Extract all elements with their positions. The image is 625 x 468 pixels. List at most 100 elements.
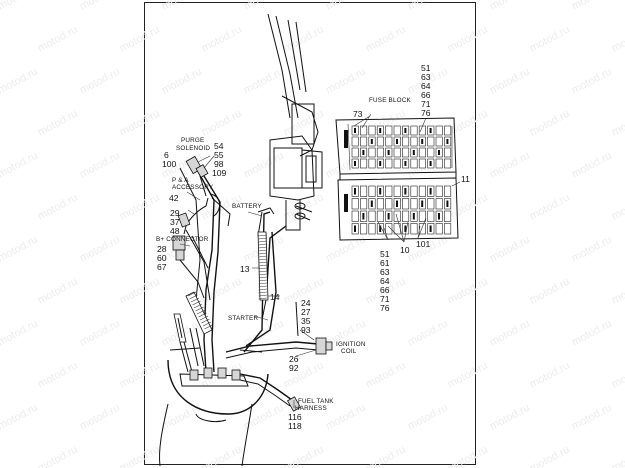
fuse-cell bbox=[402, 210, 410, 222]
convolute-rib bbox=[258, 282, 268, 285]
fuse-bottom-num-61: 61 bbox=[380, 258, 390, 268]
convolute-rib bbox=[202, 321, 212, 327]
watermark-text: motod.ru bbox=[488, 150, 532, 181]
convolute-rib bbox=[258, 261, 268, 264]
purge-num-100: 100 bbox=[162, 159, 177, 169]
convolute-rib bbox=[187, 291, 197, 297]
fuse-terminal bbox=[429, 128, 432, 133]
fuse-cell bbox=[393, 185, 401, 197]
callout-labels: PURGE SOLENOID 6 100 54 55 98 109 P & A … bbox=[156, 63, 470, 431]
fuse-cell bbox=[444, 210, 452, 222]
watermark-text: motod.ru bbox=[610, 108, 625, 139]
watermark-text: motod.ru bbox=[488, 0, 532, 13]
fuse-terminal bbox=[379, 128, 382, 133]
watermark-text: motod.ru bbox=[488, 318, 532, 349]
convolute-rib bbox=[258, 276, 268, 279]
fuse-terminal bbox=[396, 139, 398, 144]
watermark-text: motod.ru bbox=[406, 402, 450, 433]
fuse-bottom-num-64: 64 bbox=[380, 276, 390, 286]
fuel-tank-label-1: FUEL TANK bbox=[298, 398, 334, 405]
b-num-60: 60 bbox=[157, 253, 167, 263]
watermark-text: motod.ru bbox=[36, 276, 80, 307]
watermark-text: motod.ru bbox=[446, 360, 490, 391]
watermark-text: motod.ru bbox=[36, 444, 80, 468]
fuse-terminal bbox=[404, 225, 407, 232]
fuse-terminal bbox=[387, 213, 390, 220]
fuse-cell bbox=[435, 198, 443, 210]
watermark-text: motod.ru bbox=[364, 444, 408, 468]
fuse-terminal bbox=[362, 213, 365, 220]
ignition-num-92: 92 bbox=[289, 363, 299, 373]
watermark-text: motod.ru bbox=[242, 0, 286, 13]
fuse-terminal bbox=[354, 225, 356, 232]
watermark-text: motod.ru bbox=[200, 24, 244, 55]
fuse-top-num-76: 76 bbox=[421, 108, 431, 118]
fuse-top-num-63: 63 bbox=[421, 72, 431, 82]
fuse-cell bbox=[368, 185, 376, 197]
watermark-text: motod.ru bbox=[528, 24, 572, 55]
ignition-num-26: 26 bbox=[289, 354, 299, 364]
fuse-cell bbox=[376, 210, 384, 222]
watermark-text: motod.ru bbox=[118, 276, 162, 307]
watermark-text: motod.ru bbox=[118, 24, 162, 55]
convolute-rib bbox=[258, 267, 268, 270]
purge-num-55: 55 bbox=[214, 150, 224, 160]
watermark-text: motod.ru bbox=[78, 150, 122, 181]
convolute-rib bbox=[204, 324, 213, 330]
fuse-cell bbox=[435, 223, 443, 235]
fuse-bottom-num-66: 66 bbox=[380, 285, 390, 295]
watermark-text: motod.ru bbox=[610, 276, 625, 307]
convolute-rib bbox=[258, 246, 268, 249]
fuse-cell bbox=[435, 125, 443, 136]
fuse-cell bbox=[435, 158, 443, 169]
fuse-cell bbox=[368, 147, 376, 158]
convolute-rib bbox=[258, 288, 268, 291]
fuse-terminal bbox=[379, 225, 382, 232]
convolute-rib bbox=[258, 240, 268, 243]
watermark-text: motod.ru bbox=[570, 318, 614, 349]
fuse-cell bbox=[410, 158, 418, 169]
watermark-text: motod.ru bbox=[0, 234, 40, 265]
fuse-cell bbox=[418, 210, 426, 222]
convolute-rib bbox=[258, 297, 268, 300]
pa-accessory-label-1: P & A bbox=[172, 177, 189, 184]
watermark-text: motod.ru bbox=[406, 0, 450, 13]
convolute-rib bbox=[258, 285, 268, 288]
fuse-cell bbox=[418, 125, 426, 136]
fuse-block-label: FUSE BLOCK bbox=[369, 97, 411, 104]
fuse-terminal bbox=[429, 161, 432, 166]
fuse-num-10: 10 bbox=[400, 245, 410, 255]
fuse-terminal bbox=[446, 139, 449, 144]
watermark-text: motod.ru bbox=[570, 234, 614, 265]
watermark-text: motod.ru bbox=[118, 108, 162, 139]
fuse-cell bbox=[410, 136, 418, 147]
watermark-text: motod.ru bbox=[364, 360, 408, 391]
watermark-text: motod.ru bbox=[446, 192, 490, 223]
fuse-cell bbox=[351, 147, 359, 158]
watermark-text: motod.ru bbox=[364, 24, 408, 55]
fuse-terminal bbox=[412, 150, 415, 155]
watermark-text: motod.ru bbox=[0, 150, 40, 181]
watermark-text: motod.ru bbox=[446, 444, 490, 468]
fuse-cell bbox=[368, 223, 376, 235]
watermark-text: motod.ru bbox=[78, 66, 122, 97]
fuse-top-num-66: 66 bbox=[421, 90, 431, 100]
fuse-cell bbox=[435, 185, 443, 197]
fuse-cell bbox=[410, 125, 418, 136]
watermark-text: motod.ru bbox=[528, 108, 572, 139]
b-plus-connector bbox=[172, 235, 205, 299]
starter-label: STARTER bbox=[228, 315, 258, 322]
watermark-text: motod.ru bbox=[78, 402, 122, 433]
fuse-terminal bbox=[387, 150, 390, 155]
fuse-cell bbox=[351, 198, 359, 210]
fuse-cell bbox=[360, 158, 368, 169]
watermark-text: motod.ru bbox=[446, 24, 490, 55]
watermark-text: motod.ru bbox=[446, 108, 490, 139]
accessory-connector bbox=[177, 193, 220, 235]
purge-solenoid-label-2: SOLENOID bbox=[176, 145, 210, 152]
ground-leads bbox=[173, 313, 205, 373]
fuse-bottom-num-51: 51 bbox=[380, 249, 390, 259]
starter-cable bbox=[245, 231, 277, 347]
convolute-rib bbox=[198, 312, 207, 318]
